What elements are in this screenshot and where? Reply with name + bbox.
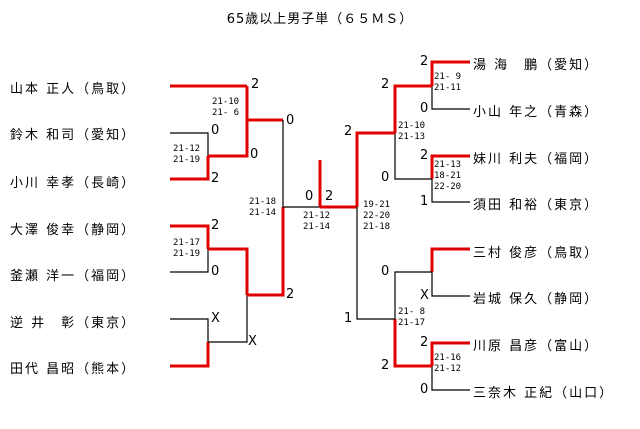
right-line-p7 — [430, 341, 470, 366]
left-sf-bottom-result: 2 — [286, 287, 295, 302]
right-line-sf-bottom — [356, 207, 395, 320]
left-player-4: 大澤 俊幸（静岡） — [10, 223, 137, 238]
final-score: 21-12 21-14 — [303, 211, 331, 232]
right-r1d-bottom-result: 0 — [420, 382, 429, 397]
right-qf-bottom-result: 0 — [381, 170, 390, 185]
left-line-p4 — [170, 224, 210, 249]
right-line-p4 — [431, 179, 470, 203]
final-left-result: 0 — [305, 189, 314, 204]
left-sf-score: 21-18 21-14 — [249, 197, 277, 218]
right-r1d-top-result: 2 — [420, 335, 429, 350]
right-line-p1 — [430, 60, 470, 86]
right-line-r1a-winner — [393, 84, 432, 133]
left-player-1: 山本 正人（鳥取） — [10, 82, 137, 97]
left-r1d-bottom-result: X — [248, 334, 257, 349]
right-qf-score: 21-10 21-13 — [398, 121, 426, 142]
left-r1c-score: 21-17 21-19 — [173, 238, 201, 259]
left-line-sf-bottom — [247, 207, 285, 297]
right-sf-score: 19-21 22-20 21-18 — [363, 200, 391, 232]
right-sf-top-result: 2 — [344, 124, 353, 139]
right-player-1: 湯 海 鵬（愛知） — [473, 58, 600, 73]
right-r1a-top-result: 2 — [420, 54, 429, 69]
right-r1b-score: 21-13 18-21 22-20 — [434, 160, 462, 192]
right-line-p5 — [430, 247, 470, 272]
left-line-p6 — [170, 318, 209, 342]
right-line-p8 — [431, 366, 470, 391]
right-line-p2 — [431, 86, 470, 110]
left-player-6: 逆 井 彰（東京） — [10, 316, 137, 331]
right-line-r1d-winner — [393, 319, 432, 368]
left-r1b-score: 21-12 21-19 — [173, 144, 201, 165]
left-line-p5 — [170, 249, 209, 273]
right-player-4: 須田 和裕（東京） — [473, 198, 600, 213]
right-r1a-score: 21- 9 21-11 — [434, 72, 462, 93]
left-player-3: 小川 幸孝（長崎） — [10, 176, 137, 191]
right-r1a-bottom-result: 0 — [420, 101, 429, 116]
left-r1a-score: 21-10 21- 6 — [212, 97, 240, 118]
left-r1a-top-result: 2 — [251, 77, 260, 92]
left-r1c-top-result: 2 — [211, 218, 220, 233]
right-player-6: 岩城 保久（静岡） — [473, 292, 600, 307]
left-line-p3 — [170, 156, 210, 181]
right-line-r1b-winner — [394, 133, 432, 180]
right-player-5: 三村 俊彦（鳥取） — [473, 246, 600, 261]
left-r1d-top-result: X — [211, 311, 220, 326]
left-r1a-bye-result: 0 — [286, 113, 295, 128]
left-player-2: 鈴木 和司（愛知） — [10, 128, 137, 143]
right-r1c-top-result: 0 — [381, 264, 390, 279]
left-player-5: 釜瀬 洋一（福岡） — [10, 269, 137, 284]
right-player-2: 小山 年之（青森） — [473, 105, 600, 120]
right-player-7: 川原 昌彦（富山） — [473, 339, 600, 354]
bracket-title: 65歳以上男子単（６５ＭＳ） — [226, 12, 414, 27]
left-line-r1d-winner — [208, 295, 248, 343]
right-line-sf-top — [355, 131, 395, 207]
right-line-p6 — [431, 272, 470, 297]
left-line-p2 — [170, 132, 209, 156]
left-r1b-winner-result: 0 — [250, 147, 259, 162]
left-player-7: 田代 昌昭（熊本） — [10, 362, 137, 377]
right-line-r1c-winner — [394, 271, 432, 319]
right-qf2-score: 21- 8 21-17 — [398, 307, 426, 328]
left-r1b-top-result: 0 — [211, 123, 220, 138]
right-r1d-score: 21-16 21-12 — [434, 353, 462, 374]
left-line-r1b-winner — [208, 120, 249, 158]
right-r1b-top-result: 2 — [420, 148, 429, 163]
left-r1b-bottom-result: 2 — [211, 171, 220, 186]
left-line-r1c-winner — [208, 247, 249, 295]
right-player-8: 三奈木 正紀（山口） — [473, 386, 615, 401]
left-r1c-bottom-result: 0 — [211, 264, 220, 279]
right-r1b-bottom-result: 1 — [420, 194, 429, 209]
right-qf2-bottom-result: 2 — [381, 358, 390, 373]
final-right-result: 2 — [325, 189, 334, 204]
left-line-p7 — [170, 342, 210, 368]
right-sf-bottom-result: 1 — [344, 311, 353, 326]
right-qf-top-result: 2 — [381, 77, 390, 92]
right-r1c-bottom-result: X — [420, 288, 429, 303]
right-player-3: 妹川 利夫（福岡） — [473, 152, 600, 167]
right-line-p3 — [430, 154, 470, 179]
